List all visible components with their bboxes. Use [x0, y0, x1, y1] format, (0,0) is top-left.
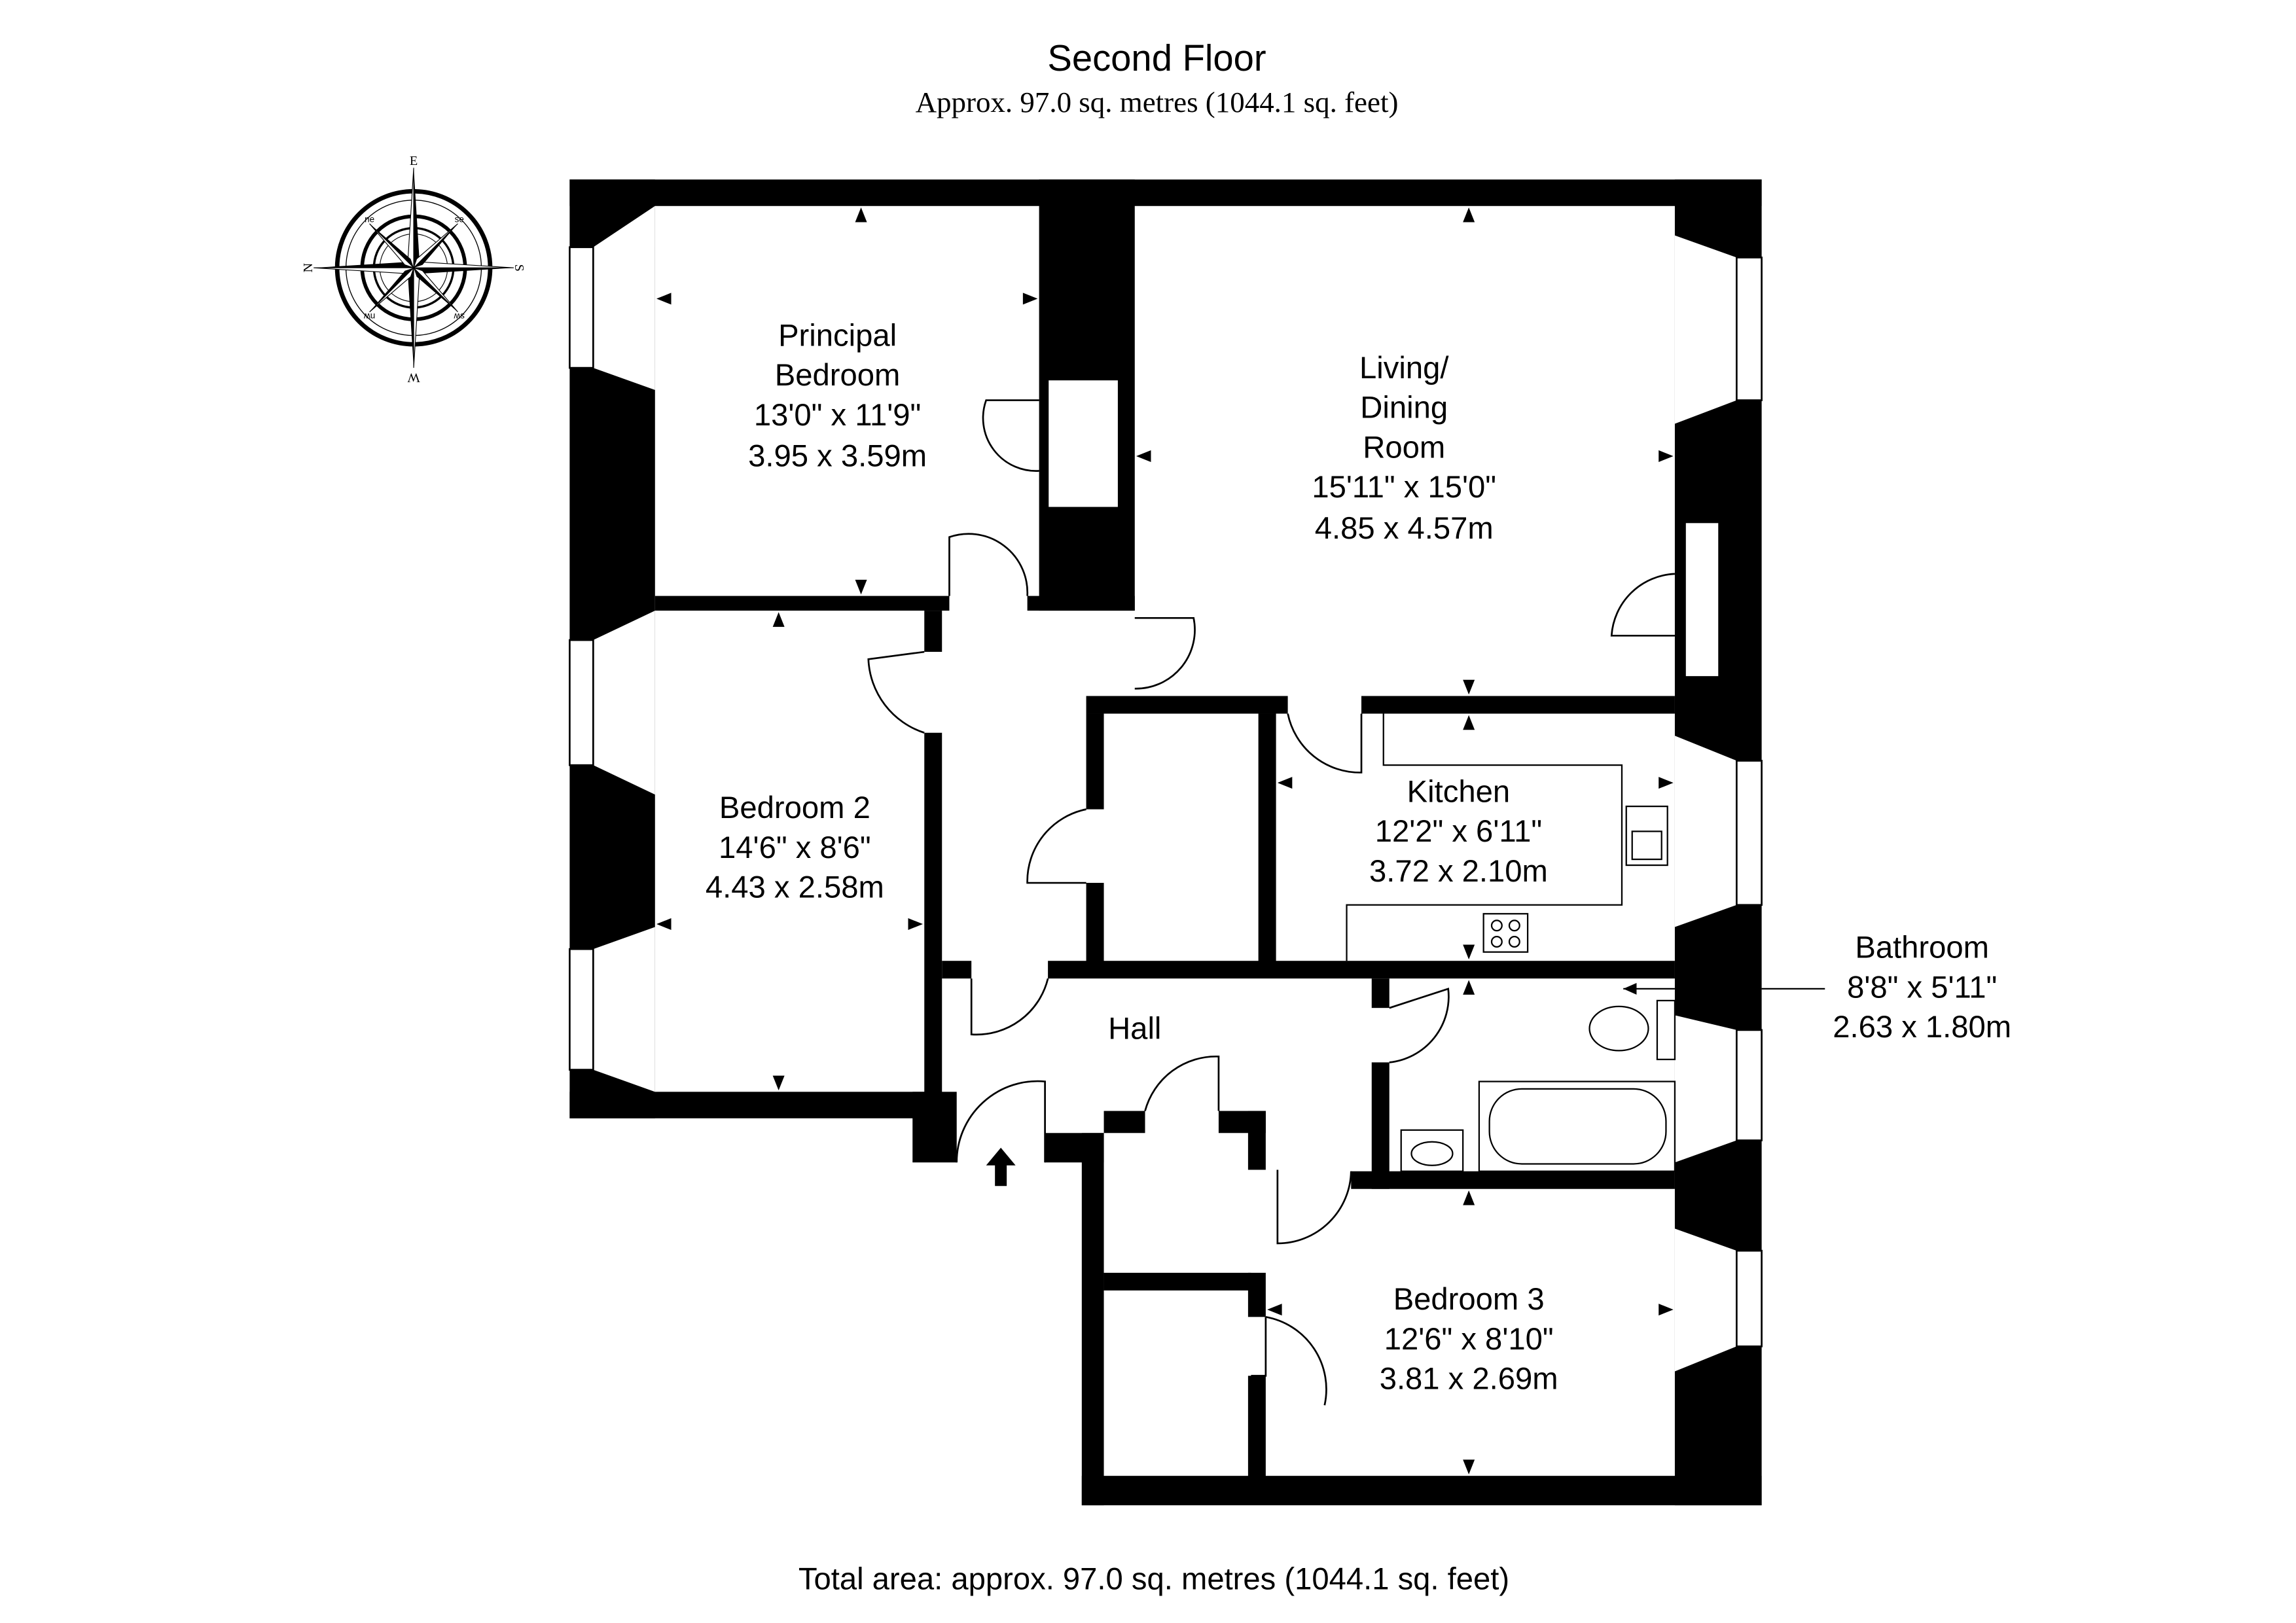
kitchen-name: Kitchen — [1407, 774, 1510, 809]
doors — [867, 399, 1675, 1406]
living-room-name-1: Living/ — [1359, 351, 1449, 385]
hall-name: Hall — [1108, 1011, 1161, 1046]
page-title: Second Floor — [1047, 37, 1266, 79]
bedroom2-metric: 4.43 x 2.58m — [706, 870, 884, 905]
kitchen-fittings — [1346, 713, 1668, 961]
compass-label-e: E — [410, 154, 418, 168]
compass-rose-icon: E W N S ne se sw nw — [301, 154, 526, 385]
bedroom3-metric: 3.81 x 2.69m — [1380, 1362, 1558, 1397]
page-subtitle: Approx. 97.0 sq. metres (1044.1 sq. feet… — [916, 86, 1399, 118]
bathroom-metric: 2.63 x 1.80m — [1833, 1010, 2011, 1044]
kitchen-metric: 3.72 x 2.10m — [1369, 854, 1548, 889]
living-room-imperial: 15'11" x 15'0" — [1312, 470, 1496, 505]
living-room-name-2: Dining — [1360, 391, 1448, 425]
kitchen-imperial: 12'2" x 6'11" — [1375, 814, 1542, 849]
bedroom2-imperial: 14'6" x 8'6" — [719, 830, 871, 865]
bathroom-imperial: 8'8" x 5'11" — [1847, 970, 1997, 1005]
principal-bedroom-metric: 3.95 x 3.59m — [748, 439, 927, 474]
principal-bedroom-imperial: 13'0" x 11'9" — [754, 398, 921, 433]
living-room-name-3: Room — [1363, 430, 1445, 465]
living-room-metric: 4.85 x 4.57m — [1315, 511, 1494, 546]
bedroom2-name: Bedroom 2 — [719, 791, 870, 825]
compass-label-nw: nw — [364, 312, 375, 321]
bathroom-name: Bathroom — [1855, 931, 1989, 965]
dimension-markers — [656, 207, 1674, 1474]
windows — [569, 205, 1763, 1372]
compass-label-s: S — [512, 264, 526, 272]
entrance-arrow-icon — [986, 1147, 1016, 1186]
compass-label-w: W — [407, 370, 420, 385]
bathroom-fittings — [1400, 982, 1825, 1172]
sink-icon — [1625, 806, 1668, 866]
bedroom3-imperial: 12'6" x 8'10" — [1384, 1322, 1554, 1357]
compass-label-ne: ne — [365, 215, 374, 224]
compass-label-se: se — [455, 215, 464, 224]
principal-bedroom-name-1: Principal — [778, 318, 897, 353]
toilet-icon — [1588, 1005, 1649, 1052]
hob-icon — [1482, 913, 1529, 953]
total-area: Total area: approx. 97.0 sq. metres (104… — [798, 1561, 1509, 1596]
bedroom3-name: Bedroom 3 — [1393, 1282, 1545, 1317]
compass-label-sw: sw — [454, 312, 465, 321]
bath-icon — [1478, 1080, 1676, 1172]
compass-label-n: N — [301, 263, 315, 273]
principal-bedroom-name-2: Bedroom — [775, 358, 901, 393]
basin-icon — [1400, 1129, 1464, 1172]
